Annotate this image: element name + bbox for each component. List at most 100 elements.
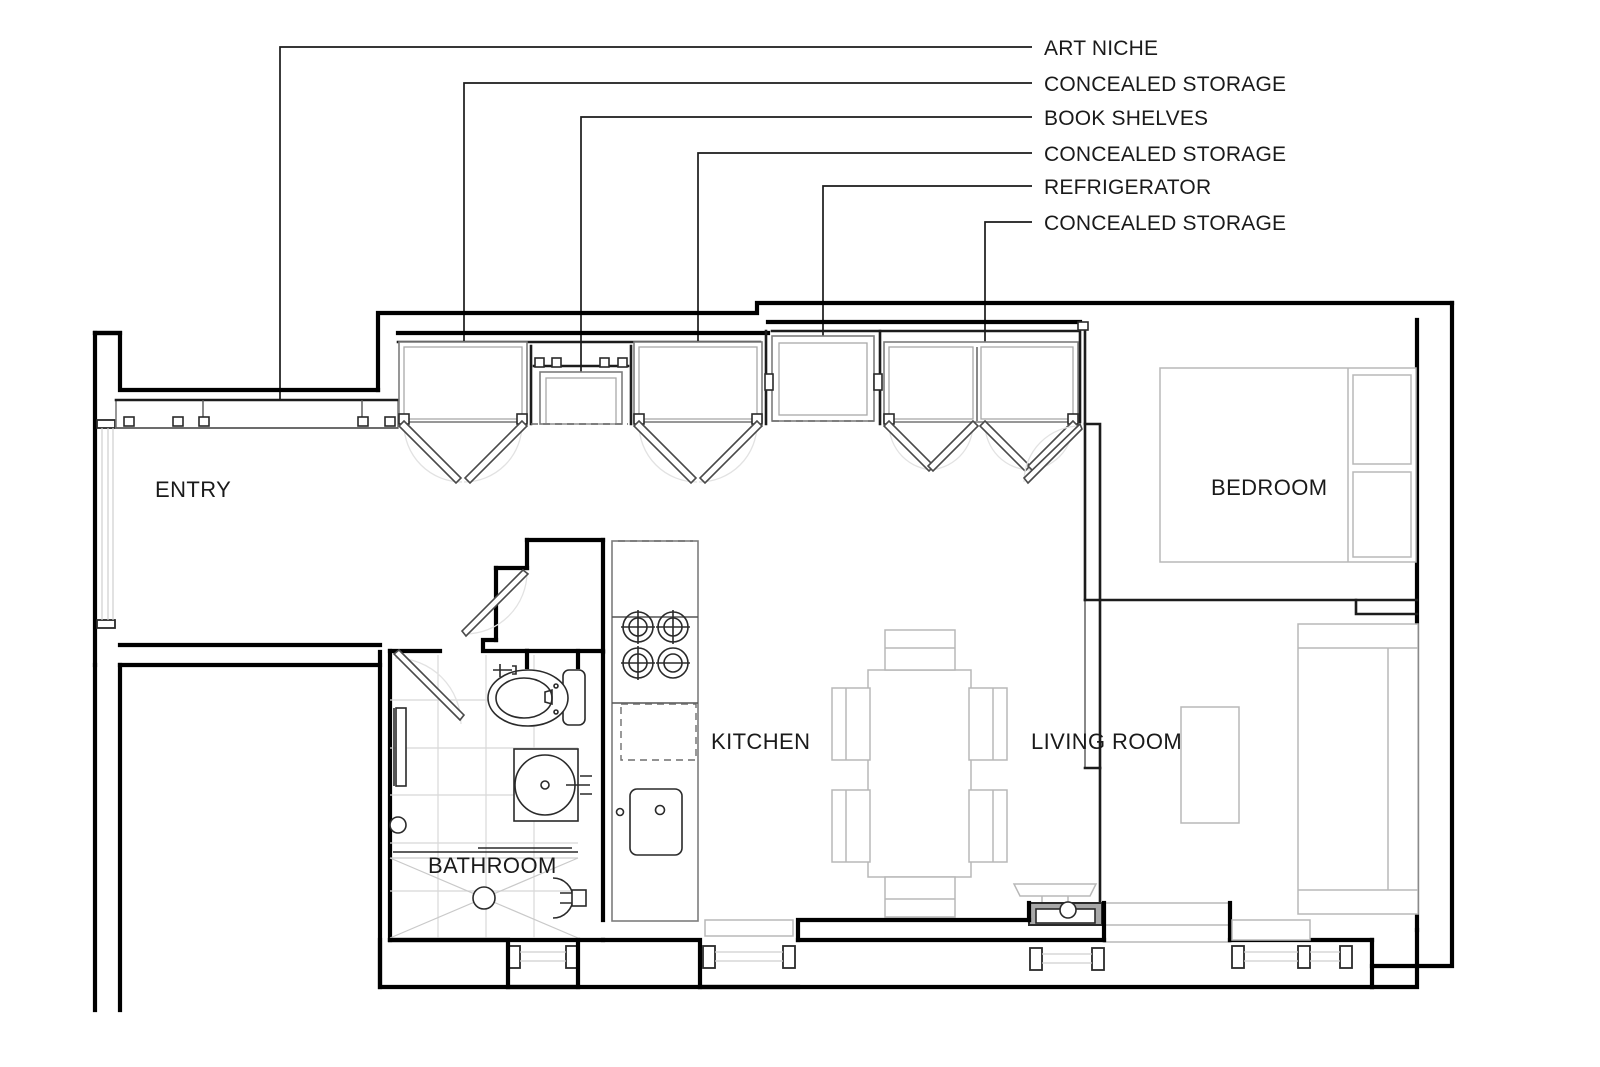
niche-bracket bbox=[172, 416, 184, 427]
room-label-bathroom: BATHROOM bbox=[428, 853, 557, 878]
book-shelves-box bbox=[539, 371, 623, 425]
window-1 bbox=[702, 919, 796, 969]
window-2 bbox=[1029, 947, 1105, 971]
shower-drain bbox=[472, 886, 496, 910]
dining-chair-left-lower bbox=[831, 789, 871, 863]
closet-1-door-right[interactable] bbox=[463, 419, 529, 485]
toilet-bolt bbox=[553, 683, 559, 689]
sofa bbox=[1297, 623, 1419, 915]
room-label-entry: ENTRY bbox=[155, 477, 231, 502]
towel-bar-body bbox=[395, 707, 407, 787]
refrigerator-unit[interactable] bbox=[764, 329, 883, 426]
closet-3-interior-left bbox=[888, 346, 974, 420]
sink-drain bbox=[654, 804, 666, 816]
window-3-jamb-right bbox=[1297, 945, 1311, 969]
shelf-bracket bbox=[599, 357, 610, 368]
toilet-seat-detail bbox=[544, 688, 553, 706]
closet-2-door-right[interactable] bbox=[698, 419, 764, 485]
door-jamb-bottom bbox=[96, 619, 116, 629]
art-niche-body bbox=[115, 399, 399, 429]
niche-bracket bbox=[198, 416, 210, 427]
closet-1-door-left[interactable] bbox=[397, 419, 463, 485]
closet-3-door-1[interactable] bbox=[882, 419, 936, 473]
shower-valve[interactable] bbox=[552, 877, 587, 919]
bedroom-partition bbox=[1022, 320, 1419, 922]
dining-chair-right-upper bbox=[968, 687, 1008, 761]
callout-label-concealed-storage-3: CONCEALED STORAGE bbox=[1044, 212, 1286, 235]
partition-cap bbox=[1077, 321, 1089, 331]
dining-set bbox=[831, 629, 1008, 918]
vanity[interactable] bbox=[513, 748, 592, 822]
kitchen-sink[interactable] bbox=[615, 788, 683, 856]
bathroom bbox=[387, 537, 606, 943]
callout-labels: ART NICHE CONCEALED STORAGE BOOK SHELVES… bbox=[1044, 37, 1286, 235]
bedroom-door-leaf[interactable] bbox=[1022, 422, 1083, 485]
shelf-bracket bbox=[551, 357, 562, 368]
closet-unit-3[interactable] bbox=[882, 341, 1080, 473]
hall-door[interactable] bbox=[460, 568, 530, 638]
bathroom-door[interactable] bbox=[392, 648, 466, 725]
callout-label-concealed-storage-1: CONCEALED STORAGE bbox=[1044, 73, 1286, 96]
window-3-sill bbox=[1231, 919, 1311, 941]
closet-3-interior-right bbox=[980, 346, 1074, 420]
dining-chair-right-lower bbox=[968, 789, 1008, 863]
niche-bracket bbox=[357, 416, 369, 427]
chair-seat bbox=[884, 876, 956, 918]
window-4-jamb-left bbox=[1339, 945, 1353, 969]
chair-seat bbox=[884, 629, 956, 671]
bedroom-door[interactable] bbox=[1022, 422, 1083, 485]
sink-basin[interactable] bbox=[629, 788, 683, 856]
refrigerator-interior bbox=[778, 342, 868, 416]
callout-label-refrigerator: REFRIGERATOR bbox=[1044, 176, 1211, 199]
closet-1-box[interactable] bbox=[398, 341, 528, 423]
closet-2-box[interactable] bbox=[633, 341, 763, 423]
media-unit-knob bbox=[1059, 901, 1077, 919]
window-1-jamb-left bbox=[702, 945, 716, 969]
chair-seat bbox=[968, 789, 1008, 863]
toilet-bolt bbox=[553, 709, 559, 715]
room-labels: ENTRY BATHROOM KITCHEN LIVING ROOM BEDRO… bbox=[155, 475, 1327, 878]
kitchen bbox=[524, 537, 699, 923]
bed bbox=[1159, 367, 1417, 563]
bathroom-door-leaf[interactable] bbox=[392, 648, 466, 722]
refrigerator-body[interactable] bbox=[771, 335, 875, 422]
window-2-jamb-right bbox=[1091, 947, 1105, 971]
chair-seat bbox=[831, 687, 871, 761]
vanity-sink-drain bbox=[540, 780, 550, 790]
bedroom-furniture bbox=[1159, 367, 1417, 563]
entry-door-opening bbox=[96, 419, 116, 629]
closet-2-interior bbox=[638, 346, 758, 420]
window-3 bbox=[1231, 919, 1311, 969]
shelf-bracket bbox=[617, 357, 628, 368]
pillow-bottom bbox=[1352, 471, 1412, 558]
room-label-living-room: LIVING ROOM bbox=[1031, 729, 1182, 754]
room-label-bedroom: BEDROOM bbox=[1211, 475, 1327, 500]
refrigerator-hinge bbox=[873, 373, 883, 391]
closet-unit-2[interactable] bbox=[632, 341, 764, 485]
window-1-jamb-right bbox=[782, 945, 796, 969]
chair-seat bbox=[968, 687, 1008, 761]
cooktop[interactable] bbox=[621, 610, 690, 680]
closet-unit-1[interactable] bbox=[397, 341, 529, 485]
pillow-top bbox=[1352, 374, 1412, 465]
closet-2-door-left[interactable] bbox=[632, 419, 698, 485]
window-bathroom bbox=[377, 937, 581, 990]
storage-wall-run bbox=[395, 319, 1083, 485]
oven[interactable] bbox=[620, 703, 697, 761]
niche-bracket bbox=[123, 416, 135, 427]
sink-faucet bbox=[615, 807, 625, 817]
toilet[interactable] bbox=[487, 664, 586, 727]
hall-door-leaf[interactable] bbox=[460, 568, 530, 638]
callout-label-art-niche: ART NICHE bbox=[1044, 37, 1158, 60]
chair-seat bbox=[831, 789, 871, 863]
bottom-wall-windows bbox=[377, 900, 1375, 990]
towel-bar bbox=[393, 707, 407, 787]
shower-drain-control bbox=[389, 816, 407, 834]
closet-3-door-2[interactable] bbox=[926, 419, 980, 473]
valve-plate bbox=[571, 889, 587, 907]
callout-label-concealed-storage-2: CONCEALED STORAGE bbox=[1044, 143, 1286, 166]
refrigerator-hinge bbox=[764, 373, 774, 391]
dining-chair-bottom bbox=[884, 876, 956, 918]
window-2-jamb-left bbox=[1029, 947, 1043, 971]
shelf-bracket bbox=[534, 357, 545, 368]
